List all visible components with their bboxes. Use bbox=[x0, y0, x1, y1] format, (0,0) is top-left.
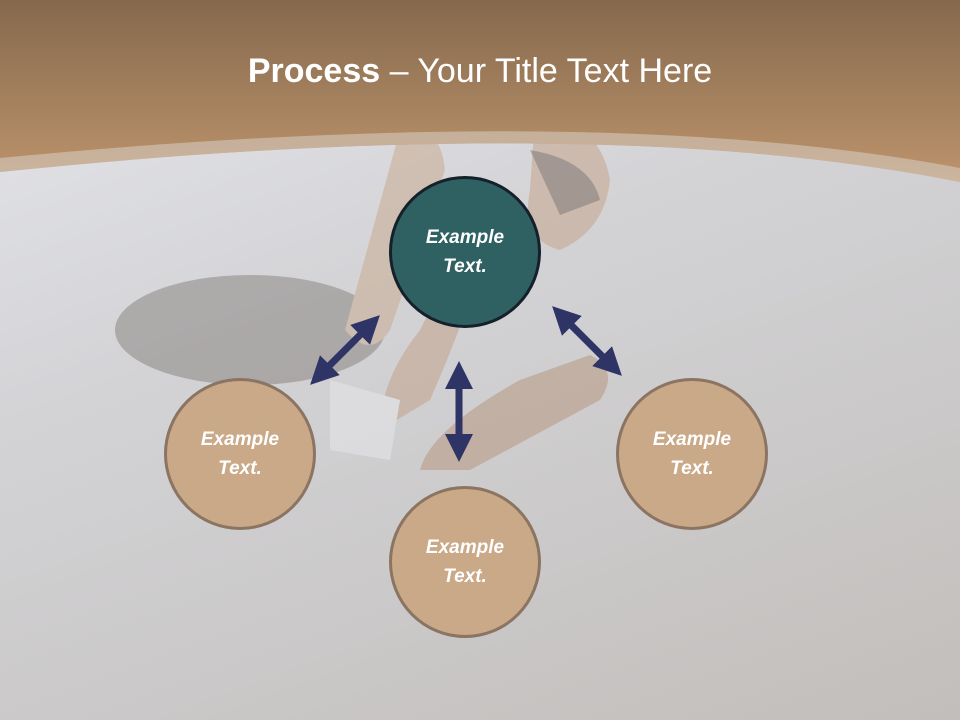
arrow-center-left bbox=[310, 315, 380, 385]
node-left-line1: Example bbox=[200, 429, 280, 450]
node-center-line2: Text. bbox=[443, 256, 487, 277]
node-right-line2: Text. bbox=[670, 458, 714, 479]
node-center-line1: Example bbox=[425, 227, 505, 248]
node-left-line2: Text. bbox=[218, 458, 262, 479]
node-bottom-line1: Example bbox=[425, 537, 505, 558]
slide-title: Process – Your Title Text Here bbox=[0, 52, 960, 91]
node-bottom-line2: Text. bbox=[443, 566, 487, 587]
arrow-center-right bbox=[552, 306, 622, 376]
node-right-line1: Example bbox=[652, 429, 732, 450]
title-bold: Process bbox=[247, 52, 381, 90]
title-rest: – Your Title Text Here bbox=[380, 52, 713, 90]
